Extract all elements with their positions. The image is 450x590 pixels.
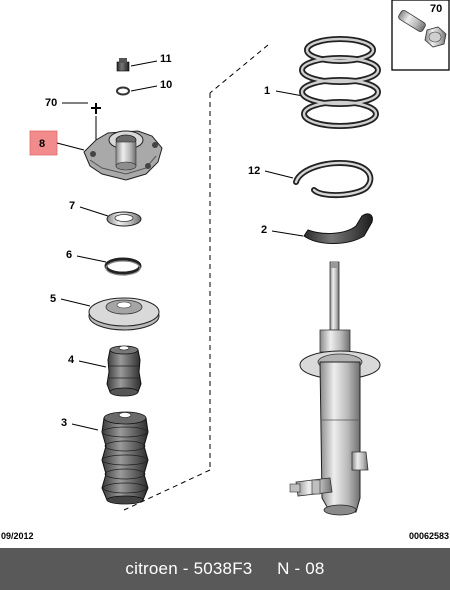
callout-3-label: 3 (61, 417, 67, 429)
callout-12-label: 12 (248, 165, 260, 177)
footer-date: 09/2012 (1, 531, 34, 541)
callout-2-label: 2 (261, 224, 267, 236)
caption-gap (252, 559, 277, 579)
assembly-dashed-outline (123, 44, 269, 511)
caption-bar: citroen - 5038F3 N - 08 (0, 548, 450, 590)
part-4-bump-stop: 4 (68, 345, 142, 397)
caption-part-number: 5038F3 (193, 559, 253, 578)
part-3-dust-boot: 3 (61, 411, 149, 505)
part-6-ring: 6 (66, 249, 142, 276)
suspension-exploded-diagram: 70 11 10 70 8 (29, 0, 450, 516)
part-5-spring-seat: 5 (50, 293, 160, 331)
footer-code: 00062583 (408, 531, 449, 541)
part-2-lower-seat: 2 (261, 213, 373, 244)
callout-5-label: 5 (50, 293, 56, 305)
callout-8-label: 8 (39, 138, 45, 150)
callout-1-label: 1 (264, 85, 270, 97)
strut-shock-absorber (289, 261, 381, 516)
part-7-bearing: 7 (69, 200, 142, 227)
part-1-coil-spring: 1 (264, 36, 381, 129)
callout-4-label: 4 (68, 354, 75, 366)
part-8-strut-mount: 8 (29, 130, 163, 181)
callout-11-label: 11 (160, 53, 172, 65)
caption-brand: citroen (125, 559, 178, 578)
bolt-reference-box: 70 (391, 0, 450, 71)
part-70-mount-marker: 70 (45, 97, 101, 140)
caption-position: N - 08 (277, 559, 325, 578)
callout-7-label: 7 (69, 200, 75, 212)
callout-10-label: 10 (160, 79, 172, 91)
callout-70-mount-label: 70 (45, 97, 57, 109)
part-10-washer: 10 (116, 79, 172, 96)
part-11-nut: 11 (116, 53, 172, 72)
part-12-spring-pad: 12 (248, 160, 374, 198)
caption-separator: - (177, 559, 194, 578)
callout-70-box-label: 70 (430, 3, 442, 15)
callout-6-label: 6 (66, 249, 72, 261)
part-8-highlight (29, 130, 58, 156)
bolt-icon (398, 10, 447, 48)
